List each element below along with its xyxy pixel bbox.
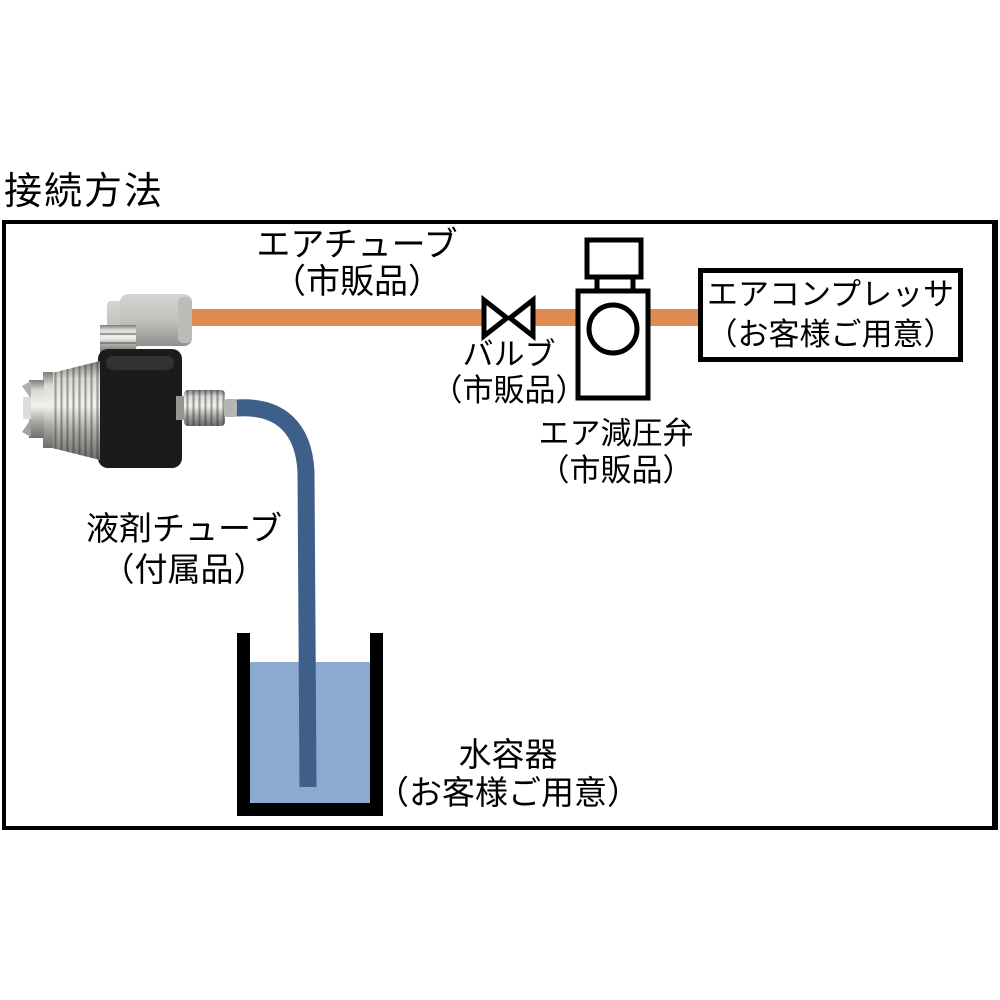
water-container-label: 水容器 （お客様ご用意） xyxy=(376,736,640,812)
regulator-label-name: エア減圧弁 xyxy=(538,416,694,451)
spray-valve-photo xyxy=(22,294,237,468)
compressor-label-note: （お客様ご用意） xyxy=(706,317,955,352)
water-container-label-name: 水容器 xyxy=(458,736,558,773)
frame-border xyxy=(2,220,998,830)
air-tube-label-note: （市販品） xyxy=(272,263,442,301)
compressor-label-name: エアコンプレッサ xyxy=(706,277,955,312)
tube-fitting-icon xyxy=(176,390,237,426)
water-container-label-note: （お客様ご用意） xyxy=(376,774,640,811)
bowtie-valve-icon xyxy=(481,294,536,342)
air-tube-line xyxy=(190,309,699,326)
regulator-label: エア減圧弁 （市販品） xyxy=(539,415,694,489)
air-tube-label: エアチューブ （市販品） xyxy=(256,227,457,301)
liquid-tube-label-name: 液剤チューブ xyxy=(85,510,283,547)
compressor-box: エアコンプレッサ （お客様ご用意） xyxy=(698,268,963,362)
liquid-tube-label: 液剤チューブ （付属品） xyxy=(86,508,282,590)
pressure-regulator-icon xyxy=(575,237,651,401)
air-tube-label-name: エアチューブ xyxy=(256,226,458,264)
liquid-tube-label-note: （付属品） xyxy=(101,551,267,588)
valve-label: バルブ （市販品） xyxy=(432,337,587,409)
elbow-fitting-icon xyxy=(100,294,192,353)
valve-label-name: バルブ xyxy=(462,337,556,372)
regulator-label-note: （市販品） xyxy=(538,453,694,488)
nozzle-cone-icon xyxy=(22,361,100,460)
valve-body xyxy=(98,349,182,468)
valve-label-note: （市販品） xyxy=(431,373,587,408)
liquid-tube-line xyxy=(235,399,317,788)
page-title: 接続方法 xyxy=(4,171,165,213)
